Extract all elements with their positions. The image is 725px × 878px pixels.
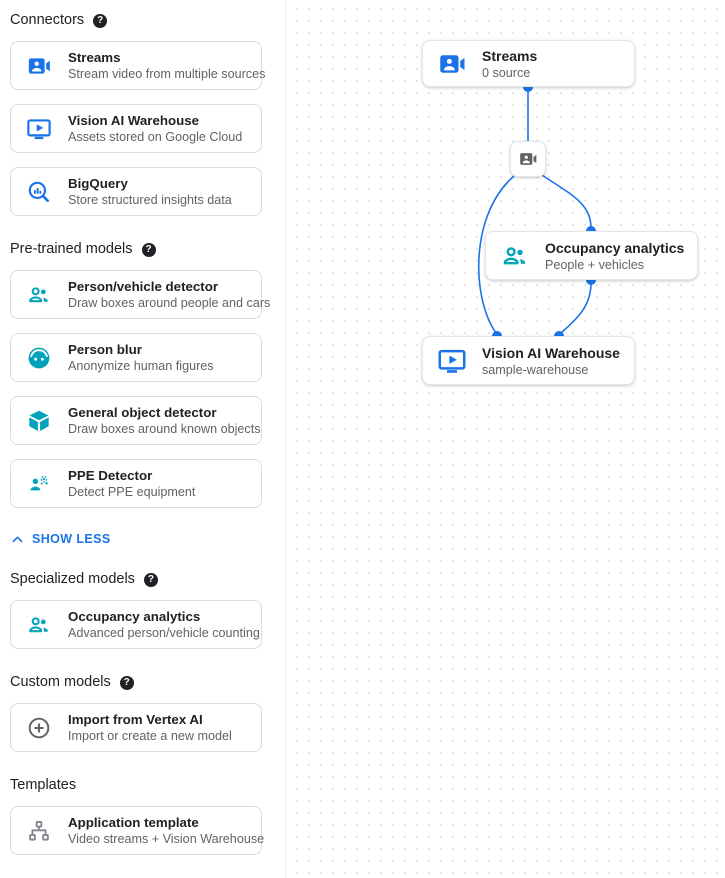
card-subtitle: Stream video from multiple sources (68, 67, 266, 81)
sidebar-card-import-from-vertex-ai[interactable]: Import from Vertex AI Import or create a … (10, 703, 262, 752)
card-text: Import from Vertex AI Import or create a … (68, 711, 232, 744)
edge-connector (541, 174, 592, 229)
section-heading: Specialized models? (0, 572, 285, 587)
edges-layer (477, 82, 596, 341)
card-subtitle: Detect PPE equipment (68, 485, 196, 499)
video-camera-icon (518, 149, 538, 169)
face-icon (26, 345, 52, 371)
section-heading: Templates (0, 778, 285, 793)
card-title: PPE Detector (68, 468, 153, 483)
show-less-button[interactable]: SHOW LESS (10, 532, 285, 546)
card-subtitle: Video streams + Vision Warehouse (68, 832, 265, 846)
group-icon (26, 282, 52, 308)
section-label: Connectors (10, 12, 85, 28)
card-subtitle: Anonymize human figures (68, 359, 214, 373)
section-label: Specialized models (10, 571, 135, 587)
card-title: Vision AI Warehouse (68, 113, 200, 128)
card-title: BigQuery (68, 176, 128, 191)
node-camera-junction[interactable] (510, 141, 546, 177)
card-subtitle: Store structured insights data (68, 193, 232, 207)
card-subtitle: Advanced person/vehicle counting (68, 626, 260, 640)
card-subtitle: Import or create a new model (68, 729, 232, 743)
node-subtitle: sample-warehouse (482, 362, 589, 377)
node-subtitle: People + vehicles (545, 257, 645, 272)
section-heading: Connectors? (0, 13, 285, 28)
card-subtitle: Draw boxes around people and cars (68, 296, 271, 310)
node-title: Streams (482, 47, 538, 64)
node-title: Occupancy analytics (545, 239, 685, 256)
card-title: General object detector (68, 405, 217, 420)
section-heading: Pre-trained models? (0, 242, 285, 257)
bigquery-icon (26, 179, 52, 205)
section-label: Custom models (10, 674, 111, 690)
card-subtitle: Assets stored on Google Cloud (68, 130, 243, 144)
card-subtitle: Draw boxes around known objects (68, 422, 261, 436)
sidebar-section-pre-trained-models: Pre-trained models? Person/vehicle detect… (0, 242, 285, 546)
help-icon[interactable]: ? (93, 13, 108, 28)
card-title: Streams (68, 50, 121, 65)
show-less-label: SHOW LESS (32, 532, 111, 546)
help-icon[interactable]: ? (143, 572, 158, 587)
edge-connector (560, 282, 592, 334)
group-icon (26, 612, 52, 638)
node-title: Vision AI Warehouse (482, 344, 620, 361)
section-label: Templates (10, 777, 77, 793)
tree-icon (26, 818, 52, 844)
cube-icon (26, 408, 52, 434)
section-heading: Custom models? (0, 675, 285, 690)
help-icon[interactable]: ? (119, 675, 134, 690)
group-icon (500, 241, 530, 271)
card-title: Person/vehicle detector (68, 279, 219, 294)
card-title: Application template (68, 815, 199, 830)
card-title: Import from Vertex AI (68, 712, 203, 727)
node-subtitle: 0 source (482, 65, 531, 80)
help-icon[interactable]: ? (141, 242, 156, 257)
add-circle-icon (26, 715, 52, 741)
chevron-up-icon (10, 532, 25, 547)
section-label: Pre-trained models (10, 241, 133, 257)
smart-display-icon (437, 346, 467, 376)
card-title: Occupancy analytics (68, 609, 201, 624)
video-camera-icon (437, 49, 467, 79)
ppe-icon (26, 471, 52, 497)
smart-display-icon (26, 116, 52, 142)
card-title: Person blur (68, 342, 142, 357)
video-camera-icon (26, 53, 52, 79)
